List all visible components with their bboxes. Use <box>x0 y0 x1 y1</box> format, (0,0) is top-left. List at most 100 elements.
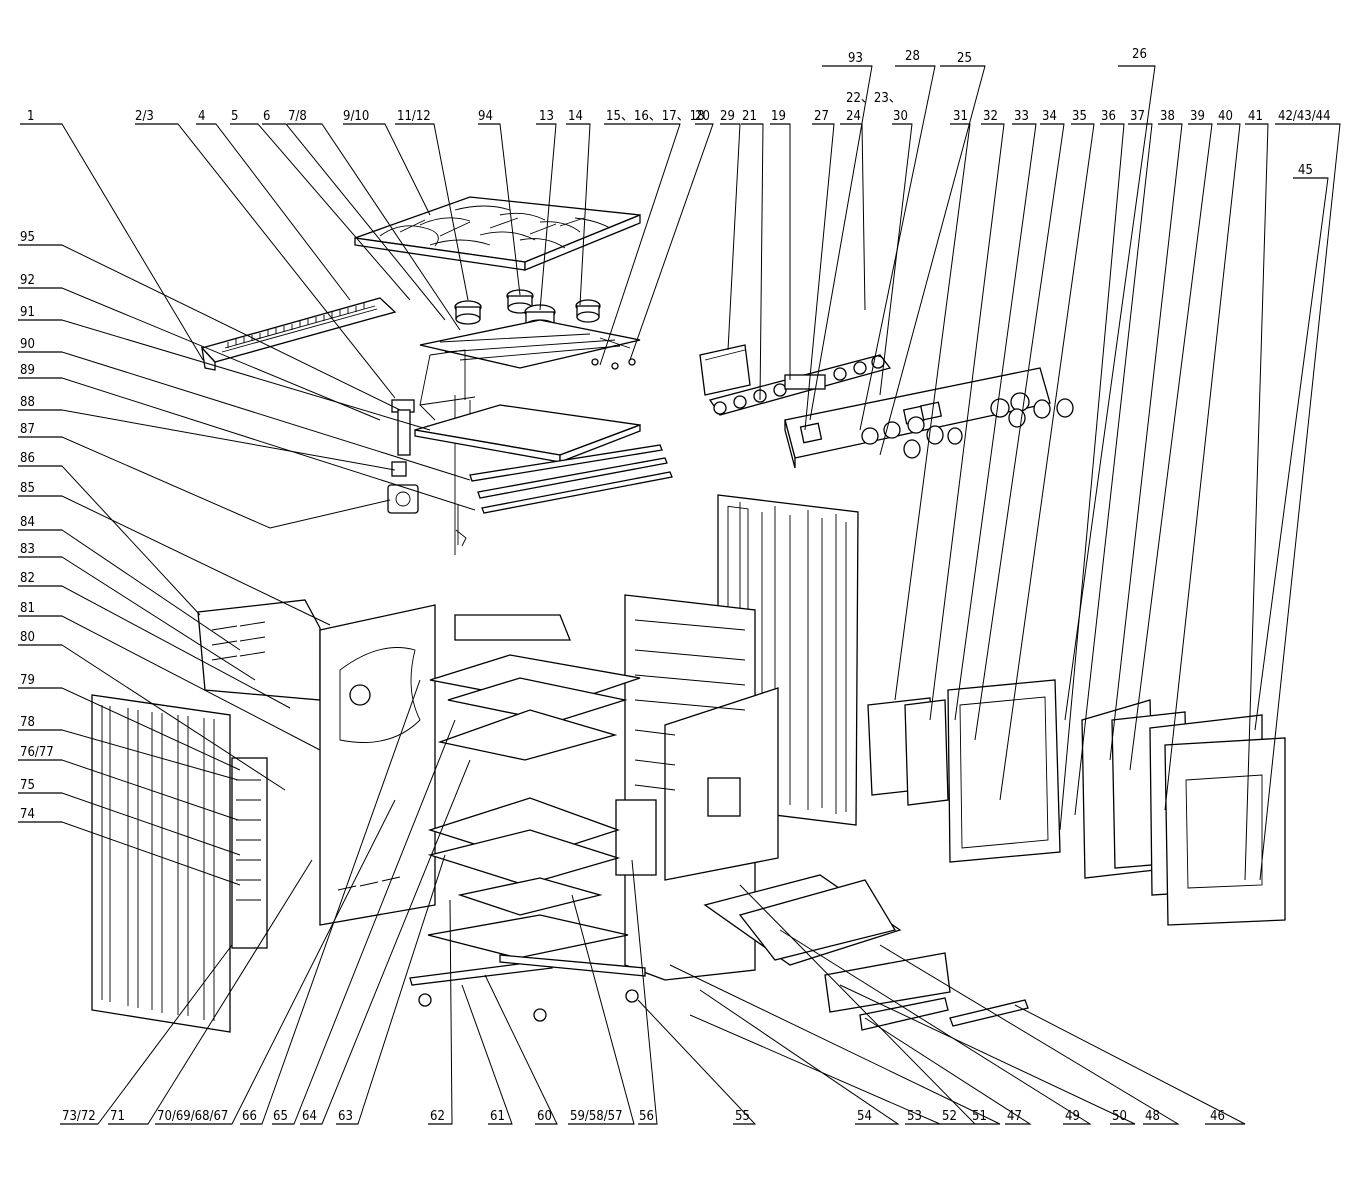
label-83: 83 <box>20 542 35 557</box>
label-25: 25 <box>957 51 972 66</box>
oven-door-stack <box>867 679 1286 926</box>
label-22-23: 22、23、 <box>846 91 902 106</box>
label-38: 38 <box>1160 109 1175 124</box>
label-71: 71 <box>110 1109 125 1124</box>
label-78: 78 <box>20 715 35 730</box>
label-26: 26 <box>1132 47 1147 62</box>
label-35: 35 <box>1072 109 1087 124</box>
label-41: 41 <box>1248 109 1263 124</box>
labels-top: 1 2/3 4 5 6 7/8 9/10 11/12 94 13 14 15、1… <box>27 47 1331 178</box>
label-28: 28 <box>905 49 920 64</box>
label-13: 13 <box>539 109 554 124</box>
label-80: 80 <box>20 630 35 645</box>
label-27: 27 <box>814 109 829 124</box>
label-87: 87 <box>20 422 35 437</box>
drawer <box>703 874 1029 1031</box>
side-panel-left <box>91 694 231 1033</box>
label-49: 49 <box>1065 1109 1080 1124</box>
label-47: 47 <box>1007 1109 1022 1124</box>
label-53: 53 <box>907 1109 922 1124</box>
labels-top-underlines <box>20 65 1340 179</box>
burners <box>454 289 601 331</box>
label-21: 21 <box>742 109 757 124</box>
label-46: 46 <box>1210 1109 1225 1124</box>
oven-cavity <box>615 594 779 981</box>
label-50: 50 <box>1112 1109 1127 1124</box>
knobs <box>903 398 1074 459</box>
label-75: 75 <box>20 778 35 793</box>
labels-bottom: 73/72 71 70/69/68/67 66 65 64 63 62 61 6… <box>62 1109 1225 1124</box>
gas-valve <box>387 461 467 547</box>
label-48: 48 <box>1145 1109 1160 1124</box>
label-59-57: 59/58/57 <box>570 1109 623 1124</box>
label-55: 55 <box>735 1109 750 1124</box>
label-52: 52 <box>942 1109 957 1124</box>
label-54: 54 <box>857 1109 872 1124</box>
cooktop <box>354 196 641 271</box>
label-66: 66 <box>242 1109 257 1124</box>
label-45: 45 <box>1298 163 1313 178</box>
label-14: 14 <box>568 109 583 124</box>
label-94: 94 <box>478 109 493 124</box>
label-76-77: 76/77 <box>20 745 54 760</box>
label-37: 37 <box>1130 109 1145 124</box>
label-70-67: 70/69/68/67 <box>157 1109 228 1124</box>
label-15-18: 15、16、17、18 <box>606 109 705 124</box>
label-19: 19 <box>771 109 786 124</box>
label-92: 92 <box>20 273 35 288</box>
label-95: 95 <box>20 230 35 245</box>
label-1: 1 <box>27 109 34 124</box>
control-valves <box>699 344 892 416</box>
label-34: 34 <box>1042 109 1057 124</box>
label-20: 20 <box>695 109 710 124</box>
label-36: 36 <box>1101 109 1116 124</box>
label-63: 63 <box>338 1109 353 1124</box>
label-2-3: 2/3 <box>135 109 154 124</box>
label-4: 4 <box>198 109 205 124</box>
label-56: 56 <box>639 1109 654 1124</box>
label-51: 51 <box>972 1109 987 1124</box>
gas-pipe-assembly <box>419 319 641 370</box>
label-33: 33 <box>1014 109 1029 124</box>
label-6: 6 <box>263 109 270 124</box>
label-88: 88 <box>20 395 35 410</box>
label-91: 91 <box>20 305 35 320</box>
label-90: 90 <box>20 337 35 352</box>
labels-left: 95 92 91 90 89 88 87 86 85 84 83 82 81 8… <box>20 230 54 822</box>
labels-left-underlines <box>18 244 62 823</box>
label-40: 40 <box>1218 109 1233 124</box>
label-32: 32 <box>983 109 998 124</box>
inner-back-wall <box>319 604 436 926</box>
base-feet <box>409 954 646 1022</box>
control-panel <box>784 367 1051 469</box>
parts-artwork <box>91 196 1286 1033</box>
label-42-43-44: 42/43/44 <box>1278 109 1331 124</box>
label-30: 30 <box>893 109 908 124</box>
label-5: 5 <box>231 109 238 124</box>
trim-strips <box>469 444 673 514</box>
label-93: 93 <box>848 51 863 66</box>
label-84: 84 <box>20 515 35 530</box>
label-62: 62 <box>430 1109 445 1124</box>
label-7-8: 7/8 <box>288 109 307 124</box>
label-74: 74 <box>20 807 35 822</box>
label-79: 79 <box>20 673 35 688</box>
label-29: 29 <box>720 109 735 124</box>
label-24: 24 <box>846 109 861 124</box>
label-39: 39 <box>1190 109 1205 124</box>
manifold-frame <box>391 349 476 555</box>
label-65: 65 <box>273 1109 288 1124</box>
label-81: 81 <box>20 601 35 616</box>
back-rail <box>200 297 397 371</box>
label-9-10: 9/10 <box>343 109 369 124</box>
cook-base-tray <box>414 404 641 463</box>
label-89: 89 <box>20 363 35 378</box>
label-85: 85 <box>20 481 35 496</box>
label-31: 31 <box>953 109 968 124</box>
label-82: 82 <box>20 571 35 586</box>
label-64: 64 <box>302 1109 317 1124</box>
label-61: 61 <box>490 1109 505 1124</box>
label-73-72: 73/72 <box>62 1109 96 1124</box>
label-86: 86 <box>20 451 35 466</box>
